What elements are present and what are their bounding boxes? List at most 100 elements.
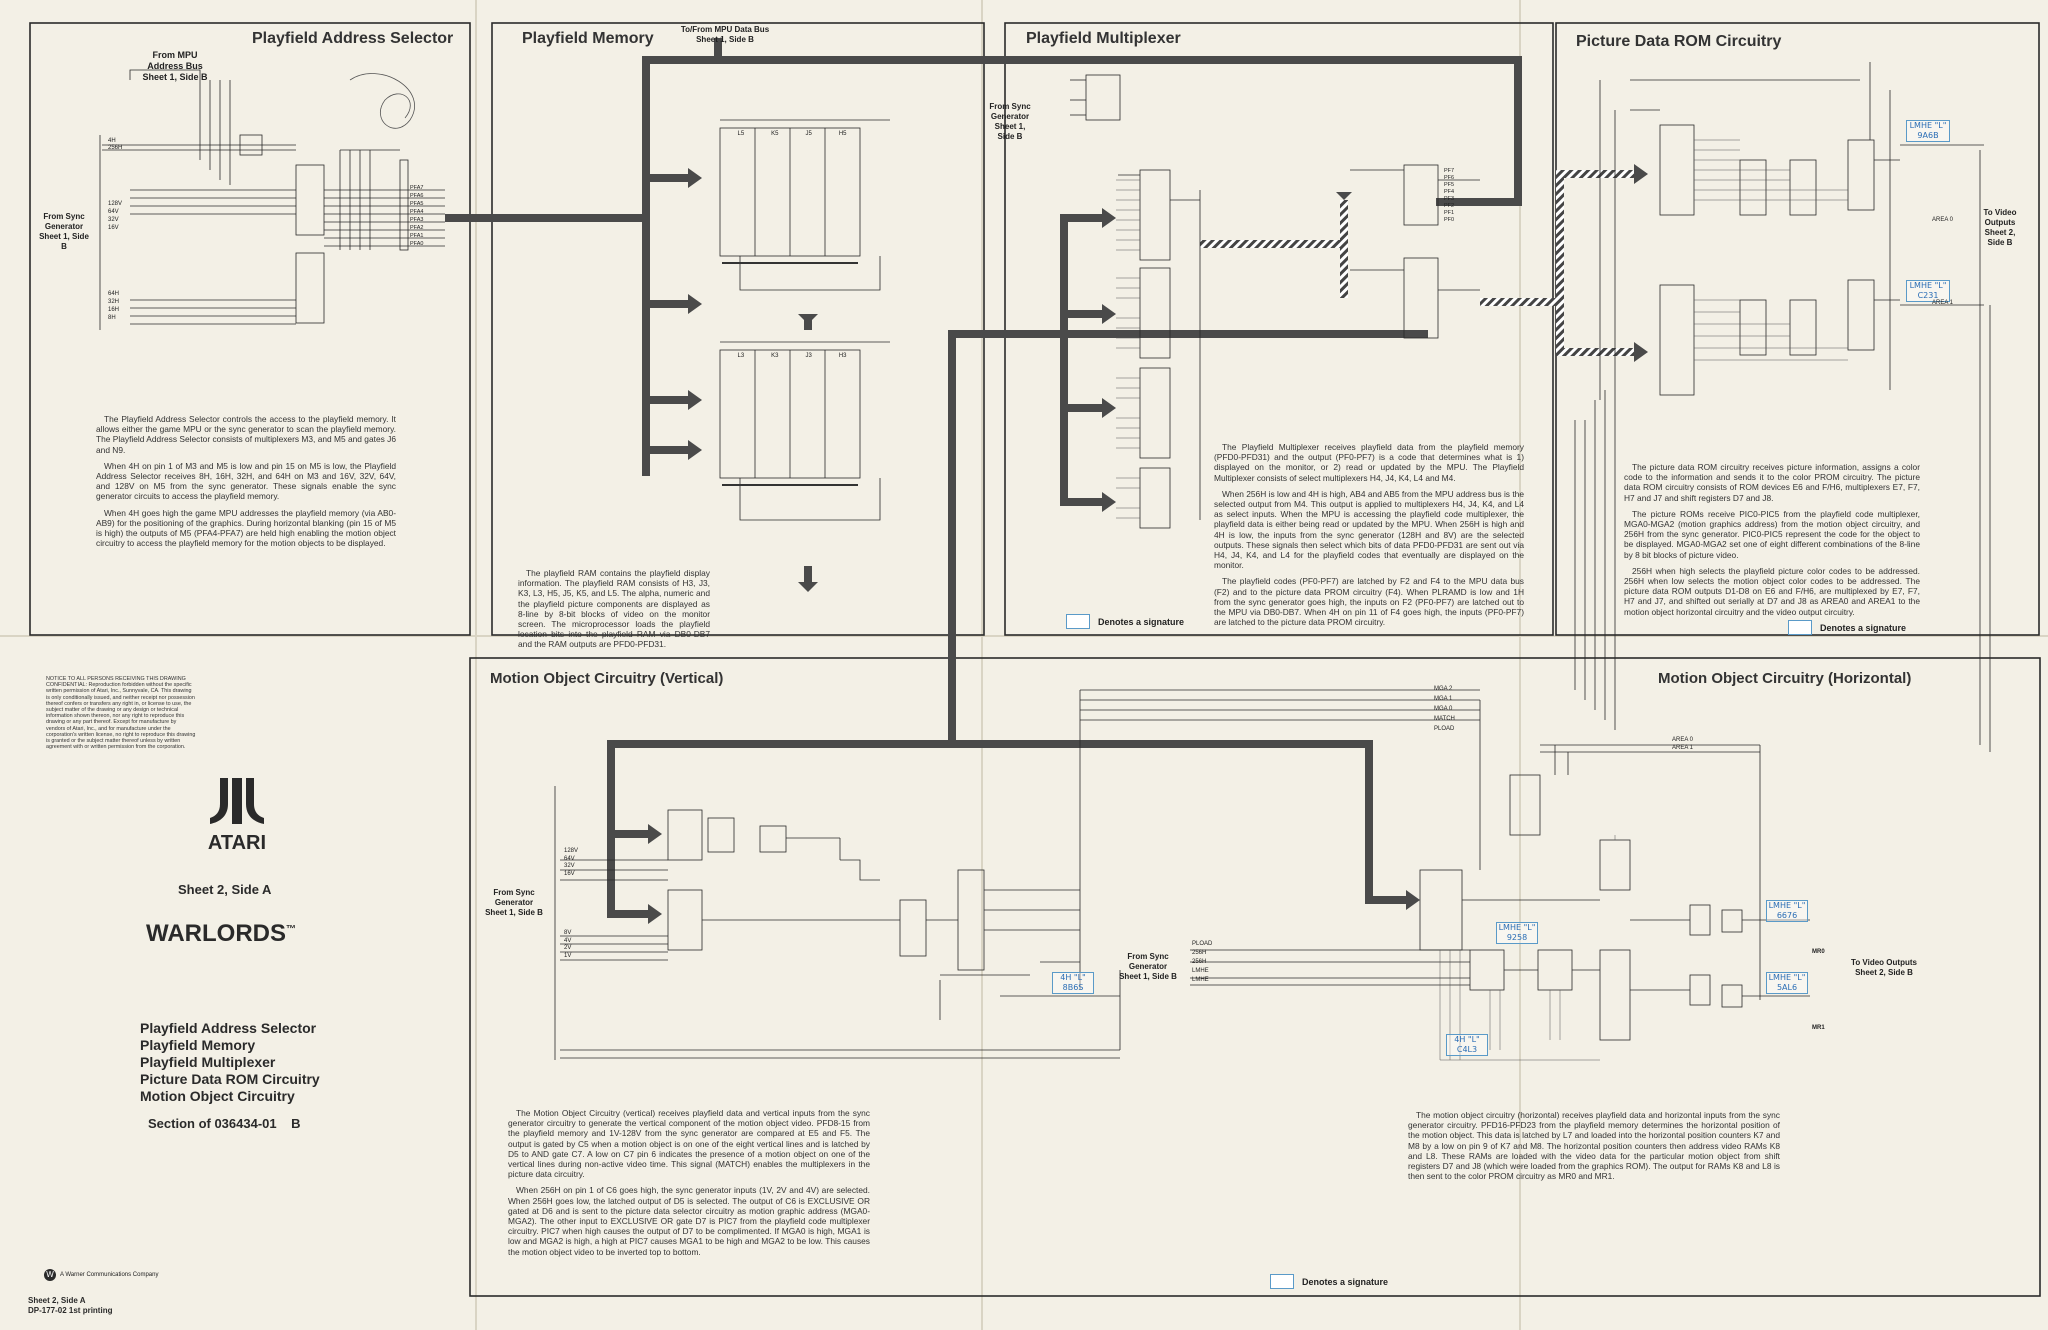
- moh-legend: Denotes a signature: [1270, 1274, 1388, 1289]
- moh-desc-p1: The motion object circuitry (horizontal)…: [1408, 1110, 1780, 1182]
- trademark: ™: [286, 924, 296, 935]
- atari-fuji-icon: [210, 778, 264, 824]
- pfa-0: PFA0: [410, 241, 424, 247]
- mo-bus-pload: PLOAD: [1434, 726, 1455, 732]
- chip-k3: K3: [771, 353, 779, 359]
- warner-logo-icon: W: [44, 1269, 56, 1281]
- sheet-label: Sheet 2, Side A: [178, 882, 272, 897]
- mov-32v: 32V: [564, 863, 575, 869]
- pm-desc-p1: The playfield RAM contains the playfield…: [518, 568, 710, 650]
- pas-desc-p3: When 4H goes high the game MPU addresses…: [96, 507, 396, 549]
- footer-printing: DP-177-02 1st printing: [28, 1306, 113, 1315]
- output-mr0: MR0: [1812, 949, 1825, 955]
- buses: [445, 38, 1522, 918]
- pm-bus-label: To/From MPU Data Bus Sheet 1, Side B: [680, 25, 770, 44]
- pf-7: PF7: [1444, 168, 1455, 174]
- frame-pas: [29, 22, 471, 636]
- pfa-3: PFA3: [410, 217, 424, 223]
- signature-7: 4H "L" C4L3: [1446, 1034, 1488, 1056]
- pas-sync-h-2: 16H: [108, 307, 120, 313]
- pas-sync-h-3: 8H: [108, 315, 116, 321]
- pfa-6: PFA6: [410, 193, 424, 199]
- moh-title: Motion Object Circuitry (Horizontal): [1658, 670, 1912, 687]
- chip-k5: K5: [771, 131, 779, 137]
- pmux-title: Playfield Multiplexer: [1026, 30, 1181, 47]
- pas-sync-v-labels: 128V 64V 32V 16V: [108, 200, 122, 232]
- mov-desc-p2: When 256H on pin 1 of C6 goes high, the …: [508, 1185, 870, 1257]
- mov-128v: 128V: [564, 848, 579, 854]
- contents-item-5: Motion Object Circuitry: [140, 1088, 295, 1104]
- mov-title: Motion Object Circuitry (Vertical): [490, 670, 724, 687]
- pmux-description: The Playfield Multiplexer receives playf…: [1214, 442, 1524, 633]
- mo-bus-mga2: MGA 2: [1434, 686, 1453, 692]
- frame-pm: [491, 22, 985, 636]
- pmux-from-sync-label: From Sync Generator Sheet 1, Side B: [989, 102, 1031, 141]
- moh-circuit: [1190, 150, 1991, 1041]
- mo-bus-labels: MGA 2 MGA 1 MGA 0 MATCH PLOAD: [1434, 684, 1455, 734]
- pfa-5: PFA5: [410, 201, 424, 207]
- prom-legend: Denotes a signature: [1788, 620, 1906, 635]
- moh-output-labels: MR0 MR1: [1812, 914, 1825, 1066]
- signature-1: LMHE "L" 9A6B: [1906, 120, 1950, 142]
- pas-sync-v-3: 16V: [108, 225, 119, 231]
- mov-16v: 16V: [564, 870, 575, 877]
- pm-ram-top-chips: L5 K5 J5 H5: [724, 131, 860, 137]
- signature-4: LMHE "L" 9258: [1496, 922, 1538, 944]
- pas-desc-p2: When 4H on pin 1 of M3 and M5 is low and…: [96, 460, 396, 502]
- pas-circuit: [99, 69, 445, 330]
- moh-area0: AREA 0: [1672, 737, 1694, 743]
- contents-item-3: Playfield Multiplexer: [140, 1054, 276, 1070]
- atari-brand: ATARI: [207, 832, 267, 854]
- pas-from-sync-label: From Sync Generator Sheet 1, Side B: [39, 212, 89, 251]
- pas-pfa-outputs: PFA7 PFA6 PFA5 PFA4 PFA3 PFA2 PFA1 PFA0: [410, 184, 423, 248]
- prom-desc-p2: The picture ROMs receive PIC0-PIC5 from …: [1624, 508, 1920, 560]
- chip-j3: J3: [805, 353, 812, 359]
- mov-circuit: [554, 689, 1480, 1060]
- prom-desc-p1: The picture data ROM circuitry receives …: [1624, 462, 1920, 503]
- moh-description: The motion object circuitry (horizontal)…: [1408, 1110, 1780, 1187]
- pas-sync-h-0: 64H: [108, 291, 120, 297]
- pas-title: Playfield Address Selector: [252, 30, 454, 47]
- prom-area0: AREA 0: [1932, 217, 1954, 223]
- pf-3: PF3: [1444, 196, 1455, 202]
- mov-1v: 1V: [564, 952, 572, 959]
- frame-motion: [469, 657, 2041, 1297]
- contents-list: Playfield Address Selector Playfield Mem…: [140, 1020, 320, 1105]
- contents-item-4: Picture Data ROM Circuitry: [140, 1071, 320, 1087]
- signature-6: LMHE "L" 5AL6: [1766, 972, 1808, 994]
- output-mr1: MR1: [1812, 1025, 1825, 1031]
- moh-in-256h-a: 256H: [1192, 950, 1207, 956]
- pm-ram-pins: [722, 262, 858, 486]
- atari-logo: [196, 774, 278, 854]
- pas-sync-v-1: 64V: [108, 209, 119, 215]
- moh-from-sync-label: From Sync Generator Sheet 1, Side B: [1119, 952, 1177, 981]
- moh-in-256h-b: 256H: [1192, 959, 1207, 965]
- signature-2: LMHE "L" C231: [1906, 280, 1950, 302]
- pm-ram-bot-chips: L3 K3 J3 H3: [724, 353, 860, 359]
- prom-area1-output: AREA 1: [1932, 300, 1953, 306]
- moh-legend-text: Denotes a signature: [1302, 1276, 1389, 1287]
- prom-area-outputs: AREA 0: [1932, 140, 1953, 300]
- moh-in-lmhe-b: LMHE: [1192, 977, 1209, 983]
- pf-6: PF6: [1444, 175, 1455, 181]
- mov-from-sync-label: From Sync Generator Sheet 1, Side B: [485, 888, 543, 917]
- game-title: WARLORDS™: [146, 920, 296, 948]
- mo-bus-mga1: MGA 1: [1434, 696, 1453, 702]
- pas-desc-p1: The Playfield Address Selector controls …: [96, 414, 396, 455]
- bus-arrowheads: [648, 164, 1648, 924]
- pfa-4: PFA4: [410, 209, 424, 215]
- moh-sync-inputs: PLOAD 256H 256H LMHE LMHE: [1192, 940, 1212, 985]
- panel-frames: [29, 22, 2041, 1297]
- moh-traces: [1439, 835, 1616, 1061]
- pmux-circuit: [1070, 74, 1480, 529]
- pm-title: Playfield Memory: [522, 30, 654, 47]
- moh-in-lmhe-a: LMHE: [1192, 968, 1209, 974]
- pfa-7: PFA7: [410, 185, 424, 191]
- contents-item-2: Playfield Memory: [140, 1037, 256, 1053]
- pmux-legend: Denotes a signature: [1066, 614, 1184, 629]
- pf-1: PF1: [1444, 210, 1455, 216]
- hatched-buses: [1200, 170, 1636, 356]
- pas-input-4h: 4H: [108, 138, 116, 144]
